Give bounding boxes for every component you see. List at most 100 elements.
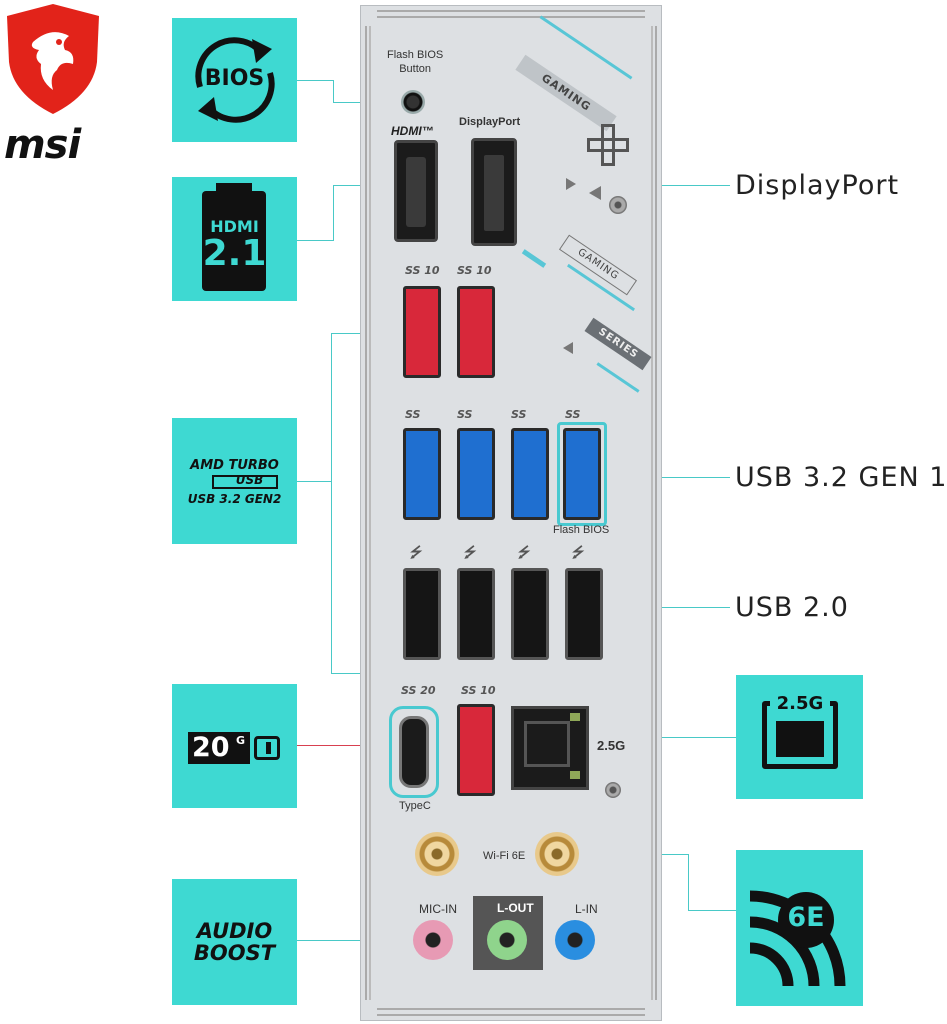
bios-refresh-icon (195, 37, 275, 123)
l-out-label: L-OUT (497, 901, 534, 915)
ss10-logo: SS 10 (461, 684, 496, 697)
bios-label: BIOS (204, 66, 265, 91)
displayport-port[interactable] (471, 138, 517, 246)
gaming-badge: GAMING (515, 54, 617, 132)
deco-stripe (596, 362, 640, 393)
audio-boost-line2: BOOST (193, 941, 276, 965)
series-badge: SERIES (584, 317, 652, 371)
hdmi-label: HDMI (210, 217, 259, 236)
panel-right-edge (651, 26, 657, 1000)
usb20-port[interactable] (565, 568, 603, 660)
usb-trident-icon: ⭍ (517, 545, 529, 561)
displayport-port-label: DisplayPort (459, 116, 521, 128)
panel-top-edge (377, 10, 645, 18)
usb32-gen2-port[interactable] (457, 704, 495, 796)
gamepad-cross-icon (587, 124, 629, 166)
typec-frame (389, 706, 439, 798)
connector-usb20 (607, 607, 730, 608)
connector-lan (593, 737, 736, 738)
typec-label: TypeC (399, 800, 431, 812)
wifi-antenna-connector[interactable] (535, 832, 579, 876)
usb32-gen1-port[interactable] (403, 428, 441, 520)
audio-boost-tile: AUDIO BOOST (172, 879, 297, 1005)
callout-usb32gen1: USB 3.2 GEN 1 (735, 462, 947, 493)
ss10-logo: SS 10 (405, 264, 440, 277)
ss-logo: SS (511, 408, 527, 421)
usb20-port[interactable] (511, 568, 549, 660)
connector-amd-v (331, 333, 332, 673)
ss10-logo: SS 10 (457, 264, 492, 277)
wifi-antenna-connector[interactable] (415, 832, 459, 876)
deco-stripe (539, 15, 633, 80)
wifi-6e-label: 6E (787, 902, 825, 933)
triangle-mark-icon (563, 342, 573, 354)
amd-turbo-line2: USB (235, 473, 264, 487)
amd-turbo-line1: AMD TURBO (190, 458, 279, 473)
connector-bios-v (333, 80, 334, 102)
ss-logo: SS (405, 408, 421, 421)
triangle-mark-icon (566, 178, 576, 190)
l-in-jack[interactable] (555, 920, 595, 960)
panel-left-edge (365, 26, 371, 1000)
l-out-jack[interactable] (487, 920, 527, 960)
flash-bios-usb-port[interactable] (563, 428, 601, 520)
callout-displayport: DisplayPort (735, 170, 900, 201)
ss-logo: SS (565, 408, 581, 421)
hdmi-connector-icon (202, 191, 266, 291)
hdmi-port[interactable] (394, 140, 438, 242)
hdmi-tile: HDMI 2.1 (172, 177, 297, 301)
hdmi-plug-top (216, 183, 252, 197)
amd-turbo-line3: USB 3.2 GEN2 (187, 492, 282, 506)
lan-label: 2.5G (597, 738, 626, 753)
usb-trident-icon: ⭍ (463, 545, 475, 561)
connector-hdmi (297, 240, 333, 241)
amd-turbo-tile: AMD TURBO USB USB 3.2 GEN2 (172, 418, 297, 544)
usb32-gen1-port[interactable] (457, 428, 495, 520)
lan-25g-label: 2.5G (770, 693, 830, 714)
screw-icon (605, 782, 621, 798)
connector-amd (297, 481, 331, 482)
lan-25g-tile: 2.5G (736, 675, 863, 799)
usb-trident-icon: ⭍ (409, 545, 421, 561)
ethernet-port-inner (776, 721, 824, 757)
panel-bottom-edge (377, 1008, 645, 1016)
ss-logo: SS (457, 408, 473, 421)
connector-wifi-v (688, 854, 689, 910)
usb32-gen1-port[interactable] (511, 428, 549, 520)
speed-20g-unit: G (236, 734, 246, 747)
usb-c-plug-icon (254, 736, 280, 760)
speed-20g-tile: 20 G (172, 684, 297, 808)
audio-boost-line1: AUDIO (196, 919, 273, 943)
connector-hdmi-v (333, 185, 334, 241)
flash-bios-button[interactable] (401, 90, 425, 114)
hdmi-logo: HDMI™ (391, 124, 434, 138)
wifi-label: Wi-Fi 6E (483, 850, 526, 862)
io-shield-panel: Flash BIOS Button GAMING GAMING SERIES H… (360, 5, 662, 1021)
mic-in-jack[interactable] (413, 920, 453, 960)
ss20-logo: SS 20 (401, 684, 436, 697)
usb32-gen2-port[interactable] (403, 286, 441, 378)
usb20-port[interactable] (403, 568, 441, 660)
connector-usb32 (607, 477, 730, 478)
speed-20g-value: 20 (192, 732, 230, 763)
usb32-gen2-port[interactable] (457, 286, 495, 378)
l-in-label: L-IN (575, 902, 598, 916)
speed-20g-badge (188, 732, 250, 764)
amd-turbo-usb-box (212, 475, 278, 489)
usb-typec-port[interactable] (399, 716, 429, 788)
flash-bios-port-frame (557, 422, 607, 526)
lan-port[interactable] (511, 706, 589, 790)
connector-bios (297, 80, 333, 81)
triangle-mark-icon (589, 186, 601, 200)
wifi-6e-tile: 6E (736, 850, 863, 1006)
connector-20g (297, 745, 391, 746)
screw-icon (609, 196, 627, 214)
usb-c-plug-pin (266, 742, 271, 754)
connector-wifi-h2 (688, 910, 736, 911)
usb20-port[interactable] (457, 568, 495, 660)
flash-bios-port-label: Flash BIOS (553, 524, 610, 536)
bios-tile: BIOS (172, 18, 297, 142)
connector-audio (297, 940, 395, 941)
usb-trident-icon: ⭍ (571, 545, 583, 561)
msi-shield-icon (7, 4, 99, 114)
